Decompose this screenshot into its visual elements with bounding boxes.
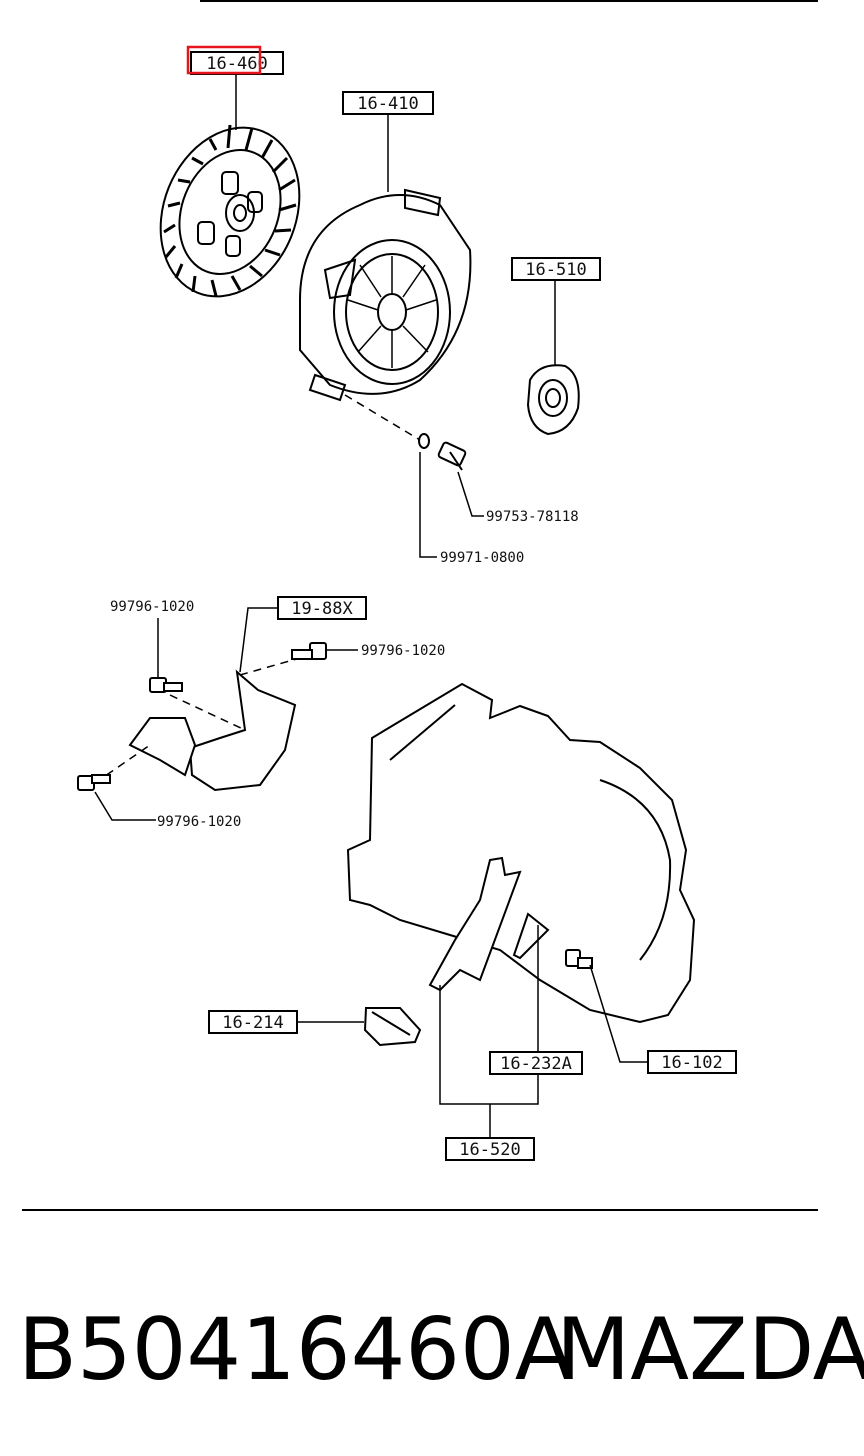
tag-release-fork-label: 16-232A <box>500 1054 572 1074</box>
pivot-bolt-drawing[interactable] <box>565 949 593 969</box>
cover-bolt-right-drawing[interactable] <box>291 642 327 660</box>
fork-spring-drawing[interactable] <box>512 912 550 960</box>
tag-dust-cover[interactable]: 19-88X <box>277 596 367 620</box>
brand-name: MAZDA <box>556 1300 864 1400</box>
cover-bolt-top-number[interactable]: 99796-1020 <box>110 599 194 615</box>
cover-bolt-top-drawing[interactable] <box>149 677 183 693</box>
tag-pivot-bolt-label: 16-102 <box>661 1053 722 1073</box>
tag-pressure-plate-label: 16-410 <box>357 94 418 114</box>
cover-bolt-bottom-drawing[interactable] <box>77 774 111 791</box>
pressure-plate-drawing[interactable] <box>299 188 472 402</box>
release-fork-drawing[interactable] <box>428 856 522 992</box>
part-number: B50416460A <box>18 1300 574 1400</box>
footer-caption: B50416460A MAZDA <box>0 1290 864 1410</box>
tag-release-bearing-label: 16-510 <box>525 260 586 280</box>
tag-dust-cover-label: 19-88X <box>291 599 353 619</box>
tag-release-bearing[interactable]: 16-510 <box>511 257 601 281</box>
tag-boot-label: 16-214 <box>222 1013 283 1033</box>
tag-pressure-plate[interactable]: 16-410 <box>342 91 434 115</box>
dust-cover-drawing[interactable] <box>128 669 297 792</box>
highlight-box <box>186 45 262 75</box>
tag-boot[interactable]: 16-214 <box>208 1010 298 1034</box>
pressure-plate-bolt-drawing[interactable] <box>437 441 467 471</box>
pressure-plate-bolt-number[interactable]: 99753-78118 <box>486 509 579 525</box>
tag-clutch-disc-label: 16-460 <box>206 54 267 74</box>
boot-drawing[interactable] <box>363 1007 422 1047</box>
release-bearing-drawing[interactable] <box>526 364 580 436</box>
tag-pivot-bolt[interactable]: 16-102 <box>647 1050 737 1074</box>
tag-fork-assembly-label: 16-520 <box>459 1140 520 1160</box>
clutch-disc-drawing[interactable] <box>136 107 324 318</box>
transmission-housing-drawing <box>346 682 696 1024</box>
tag-fork-assembly[interactable]: 16-520 <box>445 1137 535 1161</box>
tag-release-fork[interactable]: 16-232A <box>489 1051 583 1075</box>
washer-drawing[interactable] <box>418 433 430 449</box>
washer-number[interactable]: 99971-0800 <box>440 550 524 566</box>
tag-clutch-disc[interactable]: 16-460 <box>186 45 284 75</box>
cover-bolt-right-number[interactable]: 99796-1020 <box>361 643 445 659</box>
cover-bolt-bottom-number[interactable]: 99796-1020 <box>157 814 241 830</box>
